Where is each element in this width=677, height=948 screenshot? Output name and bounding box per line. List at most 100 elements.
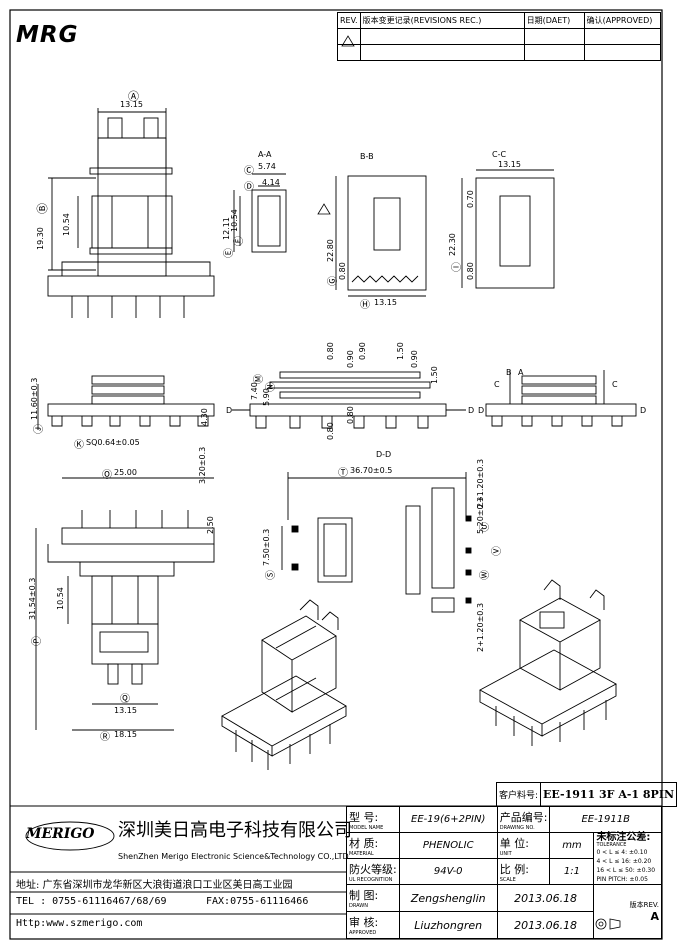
model-value: EE-19(6+2PIN) <box>398 806 498 833</box>
part-label: 客户料号: <box>495 782 542 807</box>
dim-mid-n: 5.90 <box>262 388 271 406</box>
cc-marker-1: C <box>494 380 500 389</box>
dim-a: 13.15 <box>120 100 143 109</box>
dim-cc-top: 13.15 <box>498 160 521 169</box>
dd-footprint <box>281 472 472 613</box>
model-label-cell: 型 号:MODEL NAME <box>346 806 400 833</box>
brand-ellipse <box>25 821 115 851</box>
marker-h: Ⓗ <box>360 300 370 311</box>
flame-value: 94V-0 <box>398 858 498 885</box>
marker-o: Ⓞ <box>102 470 112 481</box>
scale-label-cell: 比 例:SCALE <box>496 858 551 885</box>
drawing-number: EE-1911B <box>549 806 662 833</box>
drawing-label-cell: 产品编号:DRAWING NO. <box>496 806 551 833</box>
approved-by: Liuzhongren <box>398 911 498 939</box>
b-marker: B <box>506 368 512 377</box>
dim-side-j: 11.60±0.3 <box>30 377 39 420</box>
dim-aa-c: 5.74 <box>258 162 276 171</box>
rev-date-header: 日期(DAET) <box>523 12 585 29</box>
view-title-aa: A-A <box>258 150 272 159</box>
marker-t: Ⓣ <box>338 468 348 479</box>
dim-p-inner: 10.54 <box>56 587 65 610</box>
dim-cc-070: 0.70 <box>466 190 475 208</box>
dim-p: 31.54±0.3 <box>28 577 37 620</box>
dim-mid-150a: 1.50 <box>396 342 405 360</box>
cc-marker-2: C <box>612 380 618 389</box>
company-name-en: ShenZhen Merigo Electronic Science&Techn… <box>118 852 349 861</box>
address: 地址: 广东省深圳市龙华新区大浪街道浪口工业区美日高工业园 <box>16 880 293 891</box>
d-marker-1: D <box>226 406 233 415</box>
side-view-mid <box>232 371 466 429</box>
rev-cell: 版本REV. A <box>593 884 662 939</box>
front-view <box>47 108 215 318</box>
website-link[interactable]: Http:www.szmerigo.com <box>16 918 143 929</box>
part-number-table: 客户料号: EE-1911 3F A-1 8PIN <box>495 782 677 807</box>
tolerance-cell: 未标注公差: TOLERANCE 0 < L ≤ 4: ±0.10 4 < L … <box>593 832 662 885</box>
d-marker-3: D <box>478 406 485 415</box>
dim-mid-090b: 0.90 <box>358 342 367 360</box>
scale-value: 1:1 <box>549 858 595 885</box>
company-logo: MRG <box>16 22 79 48</box>
marker-e: Ⓔ <box>224 248 235 258</box>
flame-label-cell: 防火等级:UL RECOGNITION <box>346 858 400 885</box>
marker-k: Ⓚ <box>74 440 84 451</box>
dim-bot-120: 2+1.20±0.3 <box>476 602 485 652</box>
marker-u: Ⓤ <box>480 522 491 532</box>
dim-mid-080a: 0.80 <box>326 342 335 360</box>
approved-label-cell: 审 核:APPROVED <box>346 911 400 939</box>
drawn-date: 2013.06.18 <box>496 884 595 912</box>
approved-date: 2013.06.18 <box>496 911 595 939</box>
company-name-cn: 深圳美日高电子科技有限公司 <box>118 820 352 841</box>
marker-c: Ⓒ <box>244 166 254 177</box>
dim-t: 36.70±0.5 <box>350 466 393 475</box>
unit-value: mm <box>549 832 595 859</box>
marker-w: Ⓦ <box>480 570 491 580</box>
dim-b: 19.30 <box>36 227 45 250</box>
material-label-cell: 材 质:MATERIAL <box>346 832 400 859</box>
drawn-label-cell: 制 图:DRAWN <box>346 884 400 912</box>
dim-aa-f: 10.54 <box>230 209 239 232</box>
dim-q: 13.15 <box>114 706 137 715</box>
dim-mid-080c: 0.80 <box>346 406 355 424</box>
unit-label-cell: 单 位:UNIT <box>496 832 551 859</box>
marker-j: Ⓙ <box>34 424 45 434</box>
dim-b-inner: 10.54 <box>62 213 71 236</box>
dim-bb-g: 22.80 <box>326 239 335 262</box>
dim-cc-i: 22.30 <box>448 233 457 256</box>
dim-aa-d: 4.14 <box>262 178 280 187</box>
marker-a: Ⓐ <box>128 90 139 103</box>
view-title-bb: B-B <box>360 152 374 161</box>
dim-r: 18.15 <box>114 730 137 739</box>
d-marker-4: D <box>640 406 647 415</box>
marker-b: Ⓑ <box>36 203 49 214</box>
iso-view-left <box>221 599 347 770</box>
dim-mid-090a: 0.90 <box>346 350 355 368</box>
dim-mid-m: 7.40 <box>250 382 259 400</box>
title-block-table: 型 号:MODEL NAME EE-19(6+2PIN) 产品编号:DRAWIN… <box>346 806 662 939</box>
dim-bb-h: 13.15 <box>374 298 397 307</box>
dim-s: 7.50±0.3 <box>262 528 271 566</box>
side-view-right <box>485 370 637 427</box>
bb-section <box>335 175 427 297</box>
dim-v250: 2.50 <box>206 516 215 534</box>
marker-q: Ⓠ <box>120 694 130 705</box>
dim-cc-080: 0.80 <box>466 262 475 280</box>
revision-table: REV. 版本变更记录(REVISIONS REC.) 日期(DAET) 确认(… <box>337 12 662 61</box>
rev-col-header: REV. <box>337 12 361 29</box>
d-marker-2: D <box>468 406 475 415</box>
dim-mid-150b: 1.50 <box>430 366 439 384</box>
cc-section <box>461 169 555 289</box>
dim-bb-g2: 0.80 <box>338 262 347 280</box>
rev-approved-header: 确认(APPROVED) <box>583 12 662 29</box>
dim-mid-080b: 0.80 <box>326 422 335 440</box>
side-view-left <box>37 375 215 430</box>
bb-triangle-icon <box>317 203 331 215</box>
drawn-by: Zengshenglin <box>398 884 498 912</box>
marker-r: Ⓡ <box>100 732 110 743</box>
marker-g: Ⓖ <box>328 276 339 286</box>
brand-name: MERIGO <box>26 826 95 842</box>
dim-side-430: 4.30 <box>200 408 209 426</box>
iso-view-right <box>479 579 617 746</box>
material-value: PHENOLIC <box>398 832 498 859</box>
